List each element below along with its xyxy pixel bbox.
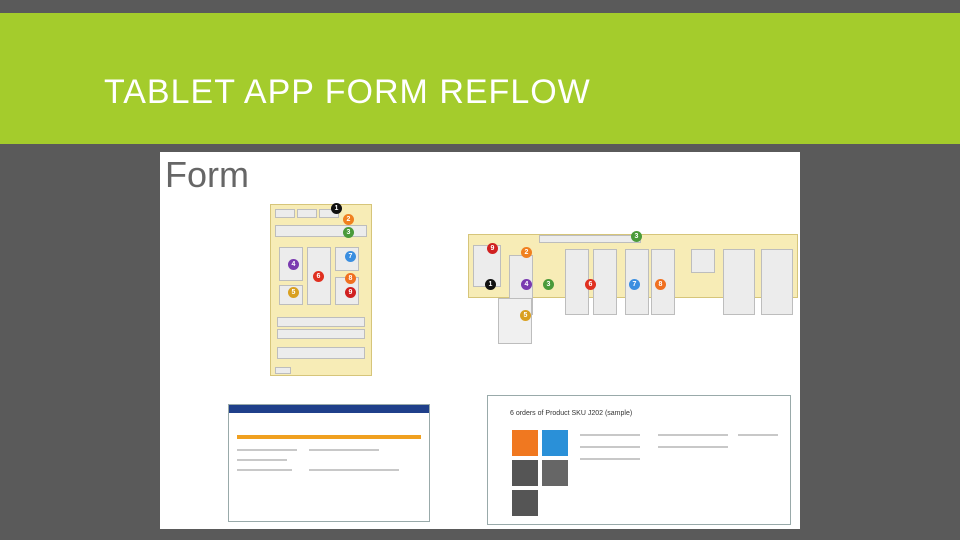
wf-landscape-col-8 <box>761 249 793 315</box>
marker-1: 1 <box>331 203 342 214</box>
screenshot-right-line-1 <box>580 434 640 436</box>
form-label: Form <box>165 154 249 195</box>
screenshot-right-line-2 <box>580 446 640 448</box>
screenshot-left <box>228 404 430 522</box>
marker-5: 5 <box>288 287 299 298</box>
marker-7-landscape: 7 <box>629 279 640 290</box>
marker-9-landscape: 9 <box>487 243 498 254</box>
wf-tab-2 <box>297 209 317 218</box>
marker-5-landscape: 5 <box>520 310 531 321</box>
screenshot-left-nav <box>229 405 429 413</box>
marker-1-landscape: 1 <box>485 279 496 290</box>
marker-3: 3 <box>343 227 354 238</box>
image-panel: Form 1 2 3 4 5 6 7 8 9 9 <box>160 152 800 529</box>
screenshot-left-line-1 <box>237 449 297 451</box>
tile-orange-1 <box>512 430 538 456</box>
wf-section-mid <box>307 247 331 305</box>
tile-gray-2 <box>542 460 568 486</box>
portrait-wireframe: 1 2 3 4 5 6 7 8 9 <box>270 203 372 376</box>
wf-landscape-header <box>539 235 641 243</box>
marker-6-landscape: 6 <box>585 279 596 290</box>
title-bar: TABLET APP FORM REFLOW <box>0 13 960 144</box>
wf-landscape-col-7 <box>723 249 755 315</box>
marker-9: 9 <box>345 287 356 298</box>
marker-8: 8 <box>345 273 356 284</box>
marker-7: 7 <box>345 251 356 262</box>
tile-gray-1 <box>512 460 538 486</box>
marker-3-landscape: 3 <box>631 231 642 242</box>
screenshot-right-line-4 <box>658 434 728 436</box>
screenshot-left-line-2 <box>237 459 287 461</box>
wf-tab-1 <box>275 209 295 218</box>
wf-notes-1 <box>277 317 365 327</box>
landscape-wireframe: 9 2 3 1 4 3 6 7 8 <box>468 231 798 315</box>
screenshot-right: 6 orders of Product SKU J202 (sample) <box>487 395 791 525</box>
wf-footer <box>275 367 291 374</box>
wf-landscape-col-6 <box>691 249 715 273</box>
wf-landscape-col-4 <box>625 249 649 315</box>
wf-landscape-col-3 <box>593 249 617 315</box>
screenshot-right-line-5 <box>658 446 728 448</box>
wf-notes-3 <box>277 347 365 359</box>
marker-3b-landscape: 3 <box>543 279 554 290</box>
screenshot-right-line-6 <box>738 434 778 436</box>
screenshot-right-heading: 6 orders of Product SKU J202 (sample) <box>510 410 633 417</box>
wf-notes-2 <box>277 329 365 339</box>
wf-landscape-col-2 <box>565 249 589 315</box>
tile-gray-3 <box>512 490 538 516</box>
screenshot-left-line-5 <box>309 469 399 471</box>
screenshot-left-progress <box>237 435 421 439</box>
marker-8-landscape: 8 <box>655 279 666 290</box>
screenshot-right-line-3 <box>580 458 640 460</box>
marker-2-landscape: 2 <box>521 247 532 258</box>
marker-4-landscape: 4 <box>521 279 532 290</box>
wf-landscape-lower-box <box>498 298 532 344</box>
marker-2: 2 <box>343 214 354 225</box>
screenshot-left-line-4 <box>309 449 379 451</box>
slide-title: TABLET APP FORM REFLOW <box>104 73 591 111</box>
top-band <box>0 0 960 13</box>
tile-blue-1 <box>542 430 568 456</box>
marker-4: 4 <box>288 259 299 270</box>
marker-6: 6 <box>313 271 324 282</box>
screenshot-left-line-3 <box>237 469 292 471</box>
